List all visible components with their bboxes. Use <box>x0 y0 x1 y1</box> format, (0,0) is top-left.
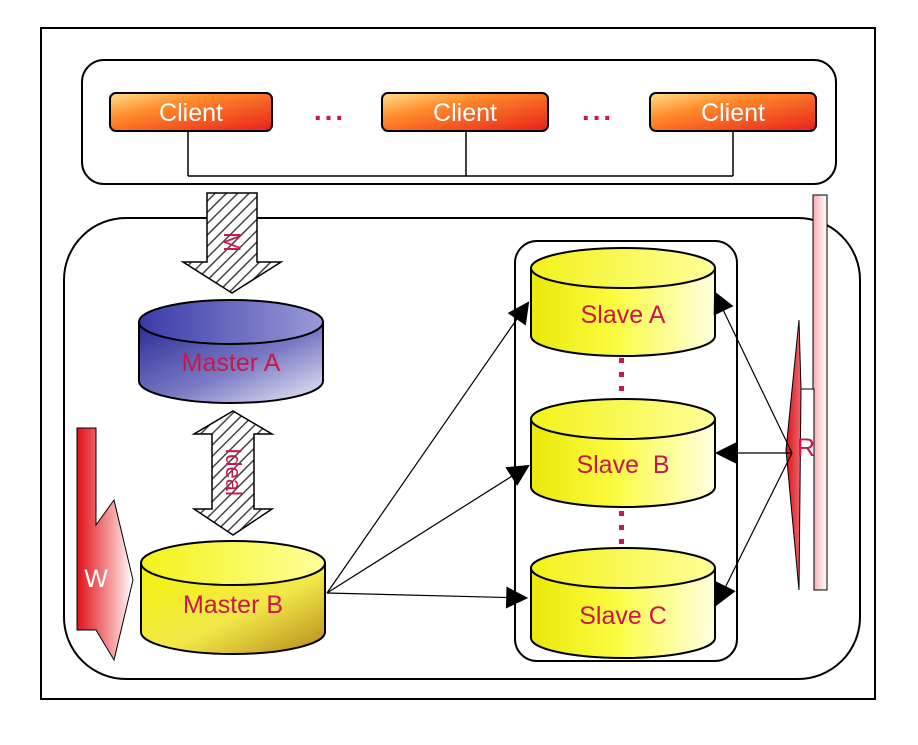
client-label: Client <box>433 99 497 127</box>
slave-c-node: Slave C <box>530 547 716 659</box>
w-write-arrow: W <box>76 427 134 662</box>
w-arrow-label: W <box>84 565 108 593</box>
m-write-arrow: M <box>180 192 284 294</box>
slave-c-label: Slave C <box>579 602 667 630</box>
slave-b-node: Slave B <box>530 398 716 508</box>
client-bus <box>187 131 734 177</box>
read-arrow-slave-a <box>713 291 793 454</box>
client-node-1: Client <box>109 92 273 132</box>
client-ellipsis-right: ... <box>582 95 614 126</box>
client-label: Client <box>159 99 223 127</box>
replication-arrow-slave-c <box>326 586 529 609</box>
slave-ellipsis-upper <box>619 358 624 391</box>
r-read-arrow: R <box>785 194 828 591</box>
replication-arrow-slave-b <box>326 464 530 594</box>
master-a-label: Master A <box>182 349 281 377</box>
read-arrow-slave-c <box>715 452 793 606</box>
master-b-node: Master B <box>140 540 326 655</box>
replication-arrows <box>326 301 530 609</box>
client-label: Client <box>701 99 765 127</box>
ideal-sync-arrow: Ideal <box>191 410 275 536</box>
slave-a-node: Slave A <box>530 247 716 357</box>
slave-ellipsis-lower <box>619 511 624 544</box>
slave-a-label: Slave A <box>581 301 666 329</box>
client-ellipsis-left: ... <box>314 95 346 126</box>
client-node-3: Client <box>649 92 817 132</box>
ideal-arrow-label: Ideal <box>221 448 246 496</box>
m-arrow-label: M <box>218 232 245 252</box>
master-a-node: Master A <box>138 299 324 404</box>
read-arrows <box>713 291 793 606</box>
client-node-2: Client <box>381 92 549 132</box>
r-arrow-label: R <box>797 434 815 462</box>
replication-arrow-slave-a <box>326 301 530 594</box>
master-b-label: Master B <box>183 591 283 619</box>
slave-b-label: Slave B <box>576 451 669 479</box>
